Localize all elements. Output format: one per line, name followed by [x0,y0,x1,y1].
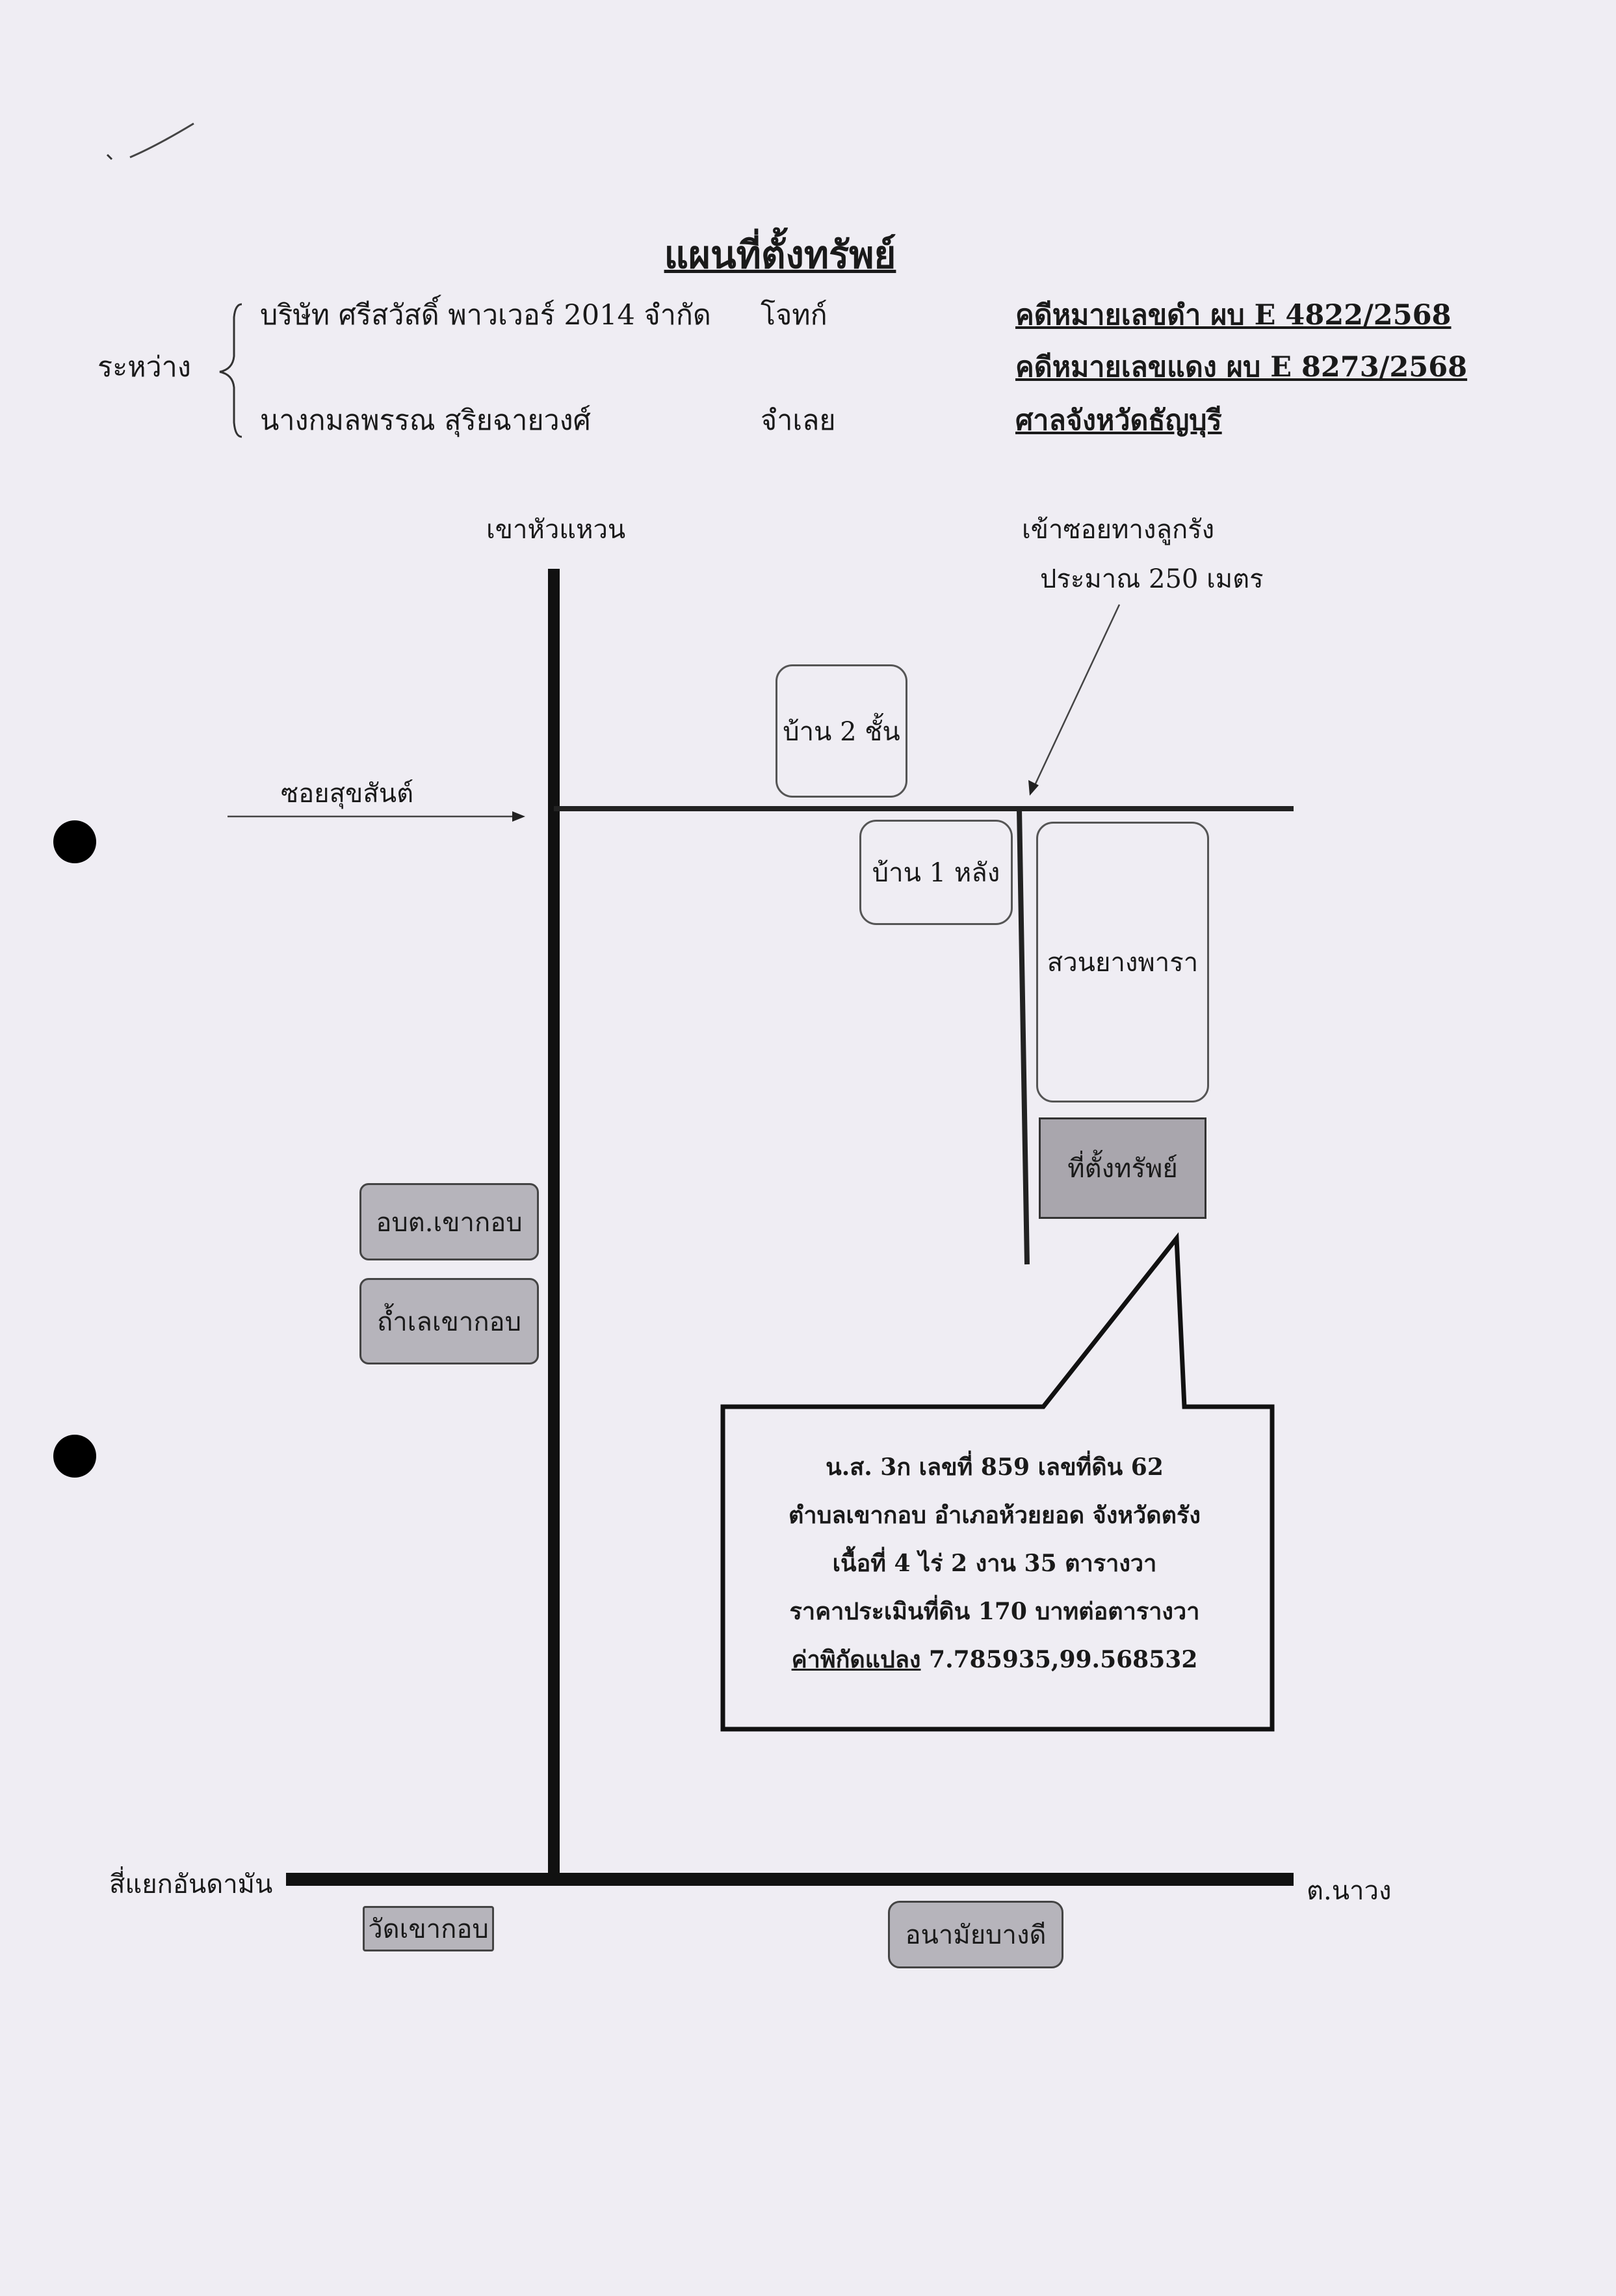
land-info-line3: เนื้อที่ 4 ไร่ 2 งาน 35 ตารางวา [832,1550,1157,1577]
soi-name: ซอยสุขสันต์ [281,779,414,809]
health-center: อนามัยบางดี [888,1901,1063,1968]
land-info: น.ส. 3ก เลขที่ 859 เลขที่ดิน 62 ตำบลเขาก… [728,1443,1261,1684]
house-one: บ้าน 1 หลัง [859,820,1013,925]
north-label: เขาหัวแหวน [486,515,626,545]
land-info-line2: ตำบลเขากอบ อำเภอห้วยยอด จังหวัดตรัง [788,1502,1201,1529]
property-location: ที่ตั้งทรัพย์ [1039,1117,1206,1219]
red-case-number: คดีหมายเลขแดง ผบ E 8273/2568 [1015,351,1468,384]
tao-office: อบต.เขากอบ [359,1183,539,1260]
page-title: แผนที่ตั้งทรัพย์ [664,233,896,277]
defendant-role: จำเลย [761,404,836,437]
land-info-callout [720,1232,1275,1732]
cave-landmark: ถ้ำเลเขากอบ [359,1278,539,1364]
entry-arrow-line [1032,604,1121,789]
east-label: ต.นาวง [1307,1876,1392,1906]
soi-arrow-head [512,811,525,822]
intersection-label: สี่แยกอันดามัน [109,1870,273,1899]
court-name: ศาลจังหวัดธัญบุรี [1015,404,1222,437]
land-info-coords: ค่าพิกัดแปลง 7.785935,99.568532 [728,1636,1261,1684]
land-info-line1: น.ส. 3ก เลขที่ 859 เลขที่ดิน 62 [826,1454,1164,1481]
temple-landmark: วัดเขากอบ [363,1906,494,1951]
rubber-plantation: สวนยางพารา [1036,822,1209,1102]
coord-label: ค่าพิกัดแปลง [791,1646,921,1673]
pen-mark [106,153,113,161]
soi-entry-line1: เข้าซอยทางลูกรัง [1022,515,1215,545]
punch-hole [53,820,96,863]
house-two-storey: บ้าน 2 ชั้น [775,664,907,798]
black-case-number: คดีหมายเลขดำ ผบ E 4822/2568 [1015,299,1452,332]
land-info-line4: ราคาประเมินที่ดิน 170 บาทต่อตารางวา [789,1598,1200,1625]
entry-arrow-head [1028,780,1039,796]
coord-value: 7.785935,99.568532 [929,1646,1198,1673]
plaintiff-name: บริษัท ศรีสวัสดิ์ พาวเวอร์ 2014 จำกัด [260,299,711,332]
defendant-name: นางกมลพรรณ สุริยฉายวงศ์ [260,404,591,437]
soi-entry-line2: ประมาณ 250 เมตร [1040,564,1264,594]
pen-mark [129,122,194,159]
between-label: ระหว่าง [98,351,191,384]
plaintiff-role: โจทก์ [761,299,828,332]
punch-hole [53,1435,96,1478]
laterite-lane [1017,808,1030,1265]
